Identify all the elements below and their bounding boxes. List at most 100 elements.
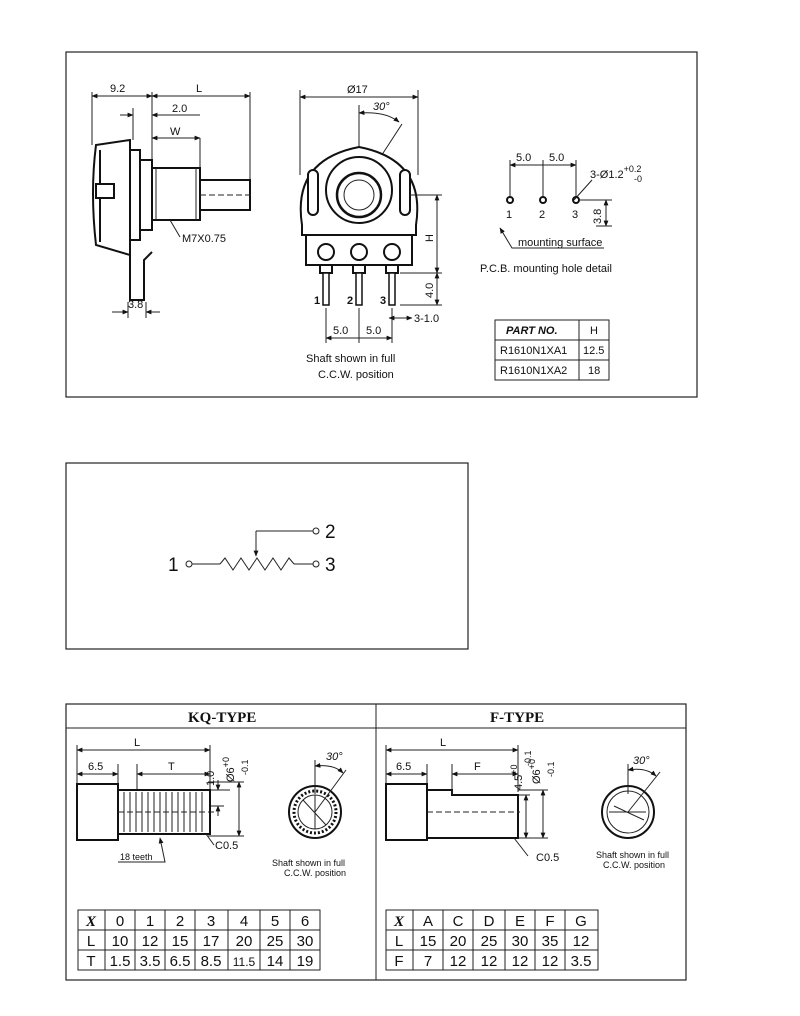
resistor-symbol [219,557,295,571]
pcb-3-8: 3.8 [592,209,604,224]
dim-W: W [170,126,181,138]
front-note-1: Shaft shown in full [306,353,395,365]
f-cell: 12 [450,953,467,970]
f-cell: 7 [424,953,432,970]
kq-cell: 25 [267,933,284,950]
f-type-title: F-TYPE [490,710,544,726]
kq-cell: 17 [203,933,220,950]
dim-3-1-0: 3-1.0 [414,313,439,325]
f-end-view: 30° Shaft shown in full C.C.W. position [596,755,669,870]
kq-cell: X [85,914,97,930]
f-cell: 35 [542,933,559,950]
f-cell: 12 [542,953,559,970]
pcb-hole-tol: -0 [634,174,642,184]
kq-type-title: KQ-TYPE [188,710,256,726]
kq-cell: 1 [146,913,154,930]
kq-cell: 6 [301,913,309,930]
table-header-h: H [590,325,598,337]
f-cell: G [575,913,587,930]
table-row-2-part: R1610N1XA2 [500,365,567,377]
kq-cell: 3 [207,913,215,930]
pcb-hole-label: 3-Ø1.2+0.2 [590,164,641,181]
pcb-pitch-a: 5.0 [516,152,531,164]
kq-cell: T [86,953,95,970]
f-dim-dia-6-tol: -0.1 [546,761,556,777]
pcb-pitch-b: 5.0 [549,152,564,164]
dim-3-8-side: 3.8 [128,299,143,311]
table-row-1-h: 12.5 [583,345,604,357]
kq-note-2: C.C.W. position [284,868,346,878]
f-dim-4-5-tol: -0.1 [523,750,533,766]
f-cell: F [394,953,403,970]
kq-cell: 30 [297,933,314,950]
kq-cell: 5 [271,913,279,930]
f-dim-F: F [474,761,481,773]
kq-c05: C0.5 [215,840,238,852]
f-cell: 3.5 [571,953,592,970]
kq-dim-L: L [134,737,140,749]
f-note-2: C.C.W. position [603,860,665,870]
f-cell: 15 [420,933,437,950]
kq-table: X 0 1 2 3 4 5 6 L 10 12 15 17 20 25 30 T… [77,909,321,971]
dim-2-0: 2.0 [172,103,187,115]
kq-cell: 0 [116,913,124,930]
dim-4-0: 4.0 [424,283,436,298]
pcb-hole-2: 2 [539,209,545,221]
pcb-hole-1: 1 [506,209,512,221]
f-shaft-drawing: L 6.5 F 4.5+0 -0.1 Ø6+0 -0.1 C0.5 [385,737,559,864]
side-view: 9.2 L 2.0 W M7X0.75 3.8 [91,83,252,318]
terminal-2: 2 [325,522,336,543]
f-cell: 12 [512,953,529,970]
table-row-1-part: R1610N1XA1 [500,345,567,357]
top-panel-frame [65,51,698,398]
table-header-part-no: PART NO. [506,325,558,337]
kq-cell: 4 [240,913,248,930]
dim-pitch-5-0-a: 5.0 [333,325,348,337]
f-cell: 20 [450,933,467,950]
f-cell: A [423,913,433,930]
kq-dim-T: T [168,761,175,773]
f-dim-4-5: 4.5+0 [509,764,525,790]
f-cell: 25 [481,933,498,950]
kq-teeth: 18 teeth [120,852,153,862]
schematic-frame [65,462,469,650]
kq-dim-1-0: 1.0 [205,771,217,786]
f-cell: X [393,914,405,930]
kq-shaft-drawing: L 6.5 T 1.0 Ø6+0 -0.1 [76,737,250,863]
f-angle: 30° [633,755,650,767]
angle-30: 30° [373,101,390,113]
kq-angle: 30° [326,751,343,763]
f-cell: D [484,913,495,930]
terminal-1: 1 [168,555,179,576]
kq-note-1: Shaft shown in full [272,858,345,868]
kq-cell: 15 [172,933,189,950]
kq-dim-dia-6: Ø6+0 [221,757,237,782]
kq-cell: 3.5 [140,953,161,970]
f-dim-6-5: 6.5 [396,761,411,773]
kq-cell: 1.5 [110,953,131,970]
kq-cell: L [87,933,95,950]
kq-end-view: 30° Shaft shown in full C.C.W. position [272,751,347,878]
pcb-hole-3: 3 [572,209,578,221]
f-table: X A C D E F G L 15 20 25 30 35 12 F 7 12… [385,909,599,971]
front-view: Ø17 30° 1 2 3 [299,84,442,381]
kq-cell: 14 [267,953,284,970]
f-cell: 12 [573,933,590,950]
kq-cell: 19 [297,953,314,970]
kq-cell: 20 [236,933,253,950]
table-row-2-h: 18 [588,365,600,377]
dim-pitch-5-0-b: 5.0 [366,325,381,337]
pin-1: 1 [314,295,320,307]
shaft-types-panel: KQ-TYPE F-TYPE L 6.5 T 1.0 Ø6+0 -0.1 [65,703,687,981]
f-cell: E [515,913,525,930]
kq-cell: 8.5 [201,953,222,970]
f-note-1: Shaft shown in full [596,850,669,860]
pcb-mounting-surface: mounting surface [518,237,602,249]
kq-cell: 10 [112,933,129,950]
front-note-2: C.C.W. position [318,369,394,381]
f-dim-dia-6: Ø6+0 [527,759,543,784]
dim-L-side: L [196,83,202,95]
kq-cell: 2 [176,913,184,930]
f-cell: 12 [481,953,498,970]
